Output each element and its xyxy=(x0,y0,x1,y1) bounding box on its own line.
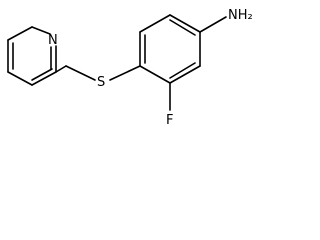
bond-benz-c3-c4 xyxy=(169,14,201,33)
bond-benz-c5-c6-inner xyxy=(169,62,196,79)
bond-pyr-n-c6 xyxy=(31,26,51,35)
atom-label-nh2: NH₂ xyxy=(228,8,253,23)
bond-benz-c2-c3 xyxy=(139,14,171,33)
pyridine-ring xyxy=(7,26,67,86)
thioether-linkage xyxy=(65,65,141,81)
bond-pyr-s xyxy=(65,65,96,81)
bond-benz-c3-c4-inner xyxy=(169,19,196,36)
bond-pyr-c4-c3-inner xyxy=(31,68,53,81)
bond-pyr-c4-c3 xyxy=(31,71,57,86)
atom-label-n-pyridine: N xyxy=(48,33,58,48)
bond-s-aryl xyxy=(109,65,141,81)
atom-label-f: F xyxy=(166,113,173,128)
bond-c-nh2 xyxy=(199,16,227,33)
chemical-structure-diagram: N S NH₂ F xyxy=(7,8,253,128)
benzene-ring xyxy=(139,14,201,84)
substituents xyxy=(169,16,227,111)
atom-label-s: S xyxy=(97,75,105,90)
bond-benz-c6-c1 xyxy=(139,65,171,84)
bond-pyr-c5-c4 xyxy=(7,71,33,86)
atom-labels: N S NH₂ F xyxy=(48,8,253,128)
bond-pyr-c6-c1 xyxy=(7,26,33,41)
bond-benz-c5-c6 xyxy=(169,65,201,84)
bond-pyr-c3-c2 xyxy=(55,65,67,73)
